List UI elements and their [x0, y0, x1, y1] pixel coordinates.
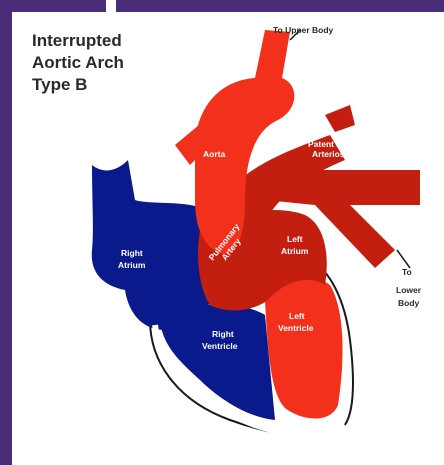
label-right-ventricle-2: Ventricle [202, 341, 238, 351]
title-line-1: Interrupted [32, 31, 122, 50]
pulmonary-small-branch [325, 105, 355, 132]
left-border [0, 0, 12, 465]
label-to-upper-body: To Upper Body [273, 25, 334, 35]
diagram-canvas: Interrupted Aortic Arch Type B To Upper … [12, 12, 444, 465]
label-right-atrium-1: Right [121, 248, 143, 258]
title-line-2: Aortic Arch [32, 53, 124, 72]
label-left-ventricle-2: Ventricle [278, 323, 314, 333]
arrow-lower-body [397, 250, 410, 268]
left-ventricle-shape [265, 278, 343, 419]
heart-diagram: Interrupted Aortic Arch Type B To Upper … [12, 12, 444, 465]
label-left-atrium-1: Left [287, 234, 303, 244]
label-right-atrium-2: Atrium [118, 260, 146, 270]
label-to-lower-1: To [402, 267, 412, 277]
label-pda-2: Arteriosus [312, 149, 355, 159]
label-aorta-upper: Aorta [203, 149, 225, 159]
top-border-gap [106, 0, 116, 12]
label-pda-1: Patent Ductus [308, 139, 365, 149]
title-line-3: Type B [32, 75, 87, 94]
label-left-atrium-2: Atrium [281, 246, 309, 256]
label-to-lower-3: Body [398, 298, 420, 308]
label-left-ventricle-1: Left [289, 311, 305, 321]
right-ventricle-shape [160, 304, 275, 420]
top-border [0, 0, 444, 12]
label-right-ventricle-1: Right [212, 329, 234, 339]
label-to-lower-2: Lower [396, 285, 422, 295]
label-aorta-right: Aorta [370, 216, 392, 226]
